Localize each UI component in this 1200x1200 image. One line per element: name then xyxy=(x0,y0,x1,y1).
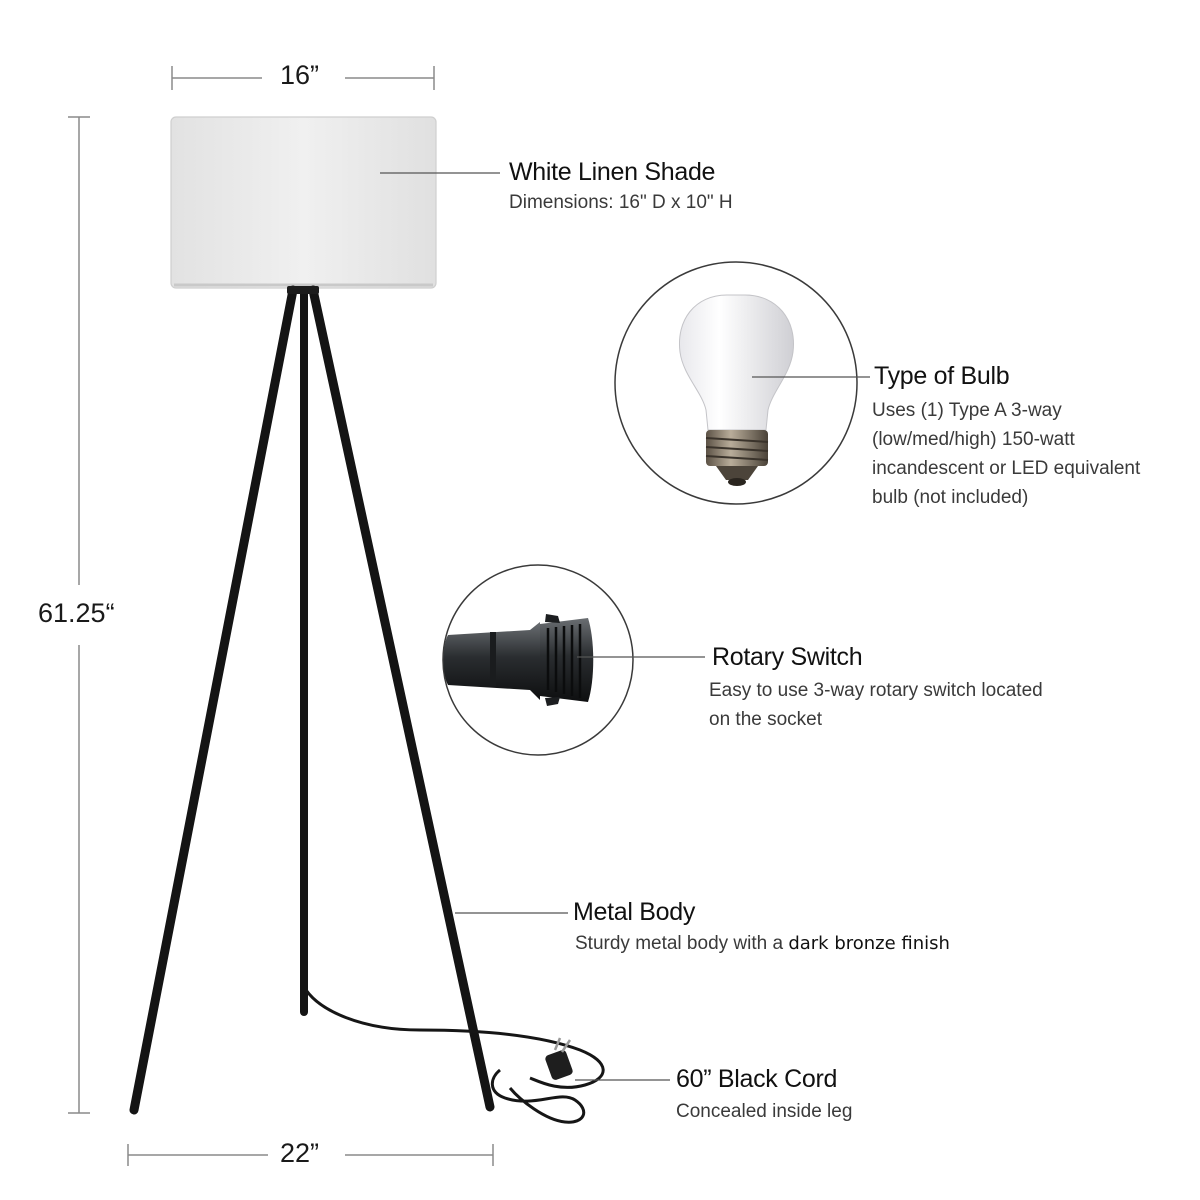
body-description-text: Sturdy metal body with a xyxy=(575,933,789,954)
bulb-description: Uses (1) Type A 3-way (low/med/high) 150… xyxy=(872,396,1140,512)
lamp-shade xyxy=(170,116,437,289)
switch-title: Rotary Switch xyxy=(712,643,863,671)
switch-description-line: on the socket xyxy=(709,709,823,730)
front-right-leg xyxy=(308,285,495,1112)
shade-width-label: 16” xyxy=(280,60,320,90)
power-cord xyxy=(304,989,605,1124)
height-dimension xyxy=(68,116,90,1114)
base-width-label: 22” xyxy=(280,1138,320,1168)
bulb-title: Type of Bulb xyxy=(874,362,1010,390)
shade-title: White Linen Shade xyxy=(509,158,716,186)
rotary-switch-icon xyxy=(443,614,594,706)
light-bulb-icon xyxy=(678,294,794,486)
body-title: Metal Body xyxy=(573,898,696,926)
base-width-dimension xyxy=(127,1144,494,1166)
shade-width-dimension xyxy=(171,66,435,90)
cord-description: Concealed inside leg xyxy=(676,1101,853,1122)
body-finish-emphasis: dark bronze finish xyxy=(788,933,950,954)
leader-lines xyxy=(380,172,870,1081)
bulb-description-line: (low/med/high) 150-watt xyxy=(872,429,1075,450)
bulb-description-line: incandescent or LED equivalent xyxy=(872,458,1141,479)
height-label: 61.25“ xyxy=(30,598,123,629)
plug xyxy=(545,1037,573,1080)
body-description: Sturdy metal body with a dark bronze fin… xyxy=(575,929,950,958)
switch-description: Easy to use 3-way rotary switch located … xyxy=(709,676,1043,734)
front-left-leg xyxy=(129,285,298,1115)
bulb-description-line: bulb (not included) xyxy=(872,487,1029,508)
bulb-description-line: Uses (1) Type A 3-way xyxy=(872,400,1062,421)
shade-description: Dimensions: 16" D x 10" H xyxy=(509,192,733,213)
cord-title: 60” Black Cord xyxy=(676,1065,838,1093)
switch-description-line: Easy to use 3-way rotary switch located xyxy=(709,680,1043,701)
tripod-legs xyxy=(129,285,495,1115)
